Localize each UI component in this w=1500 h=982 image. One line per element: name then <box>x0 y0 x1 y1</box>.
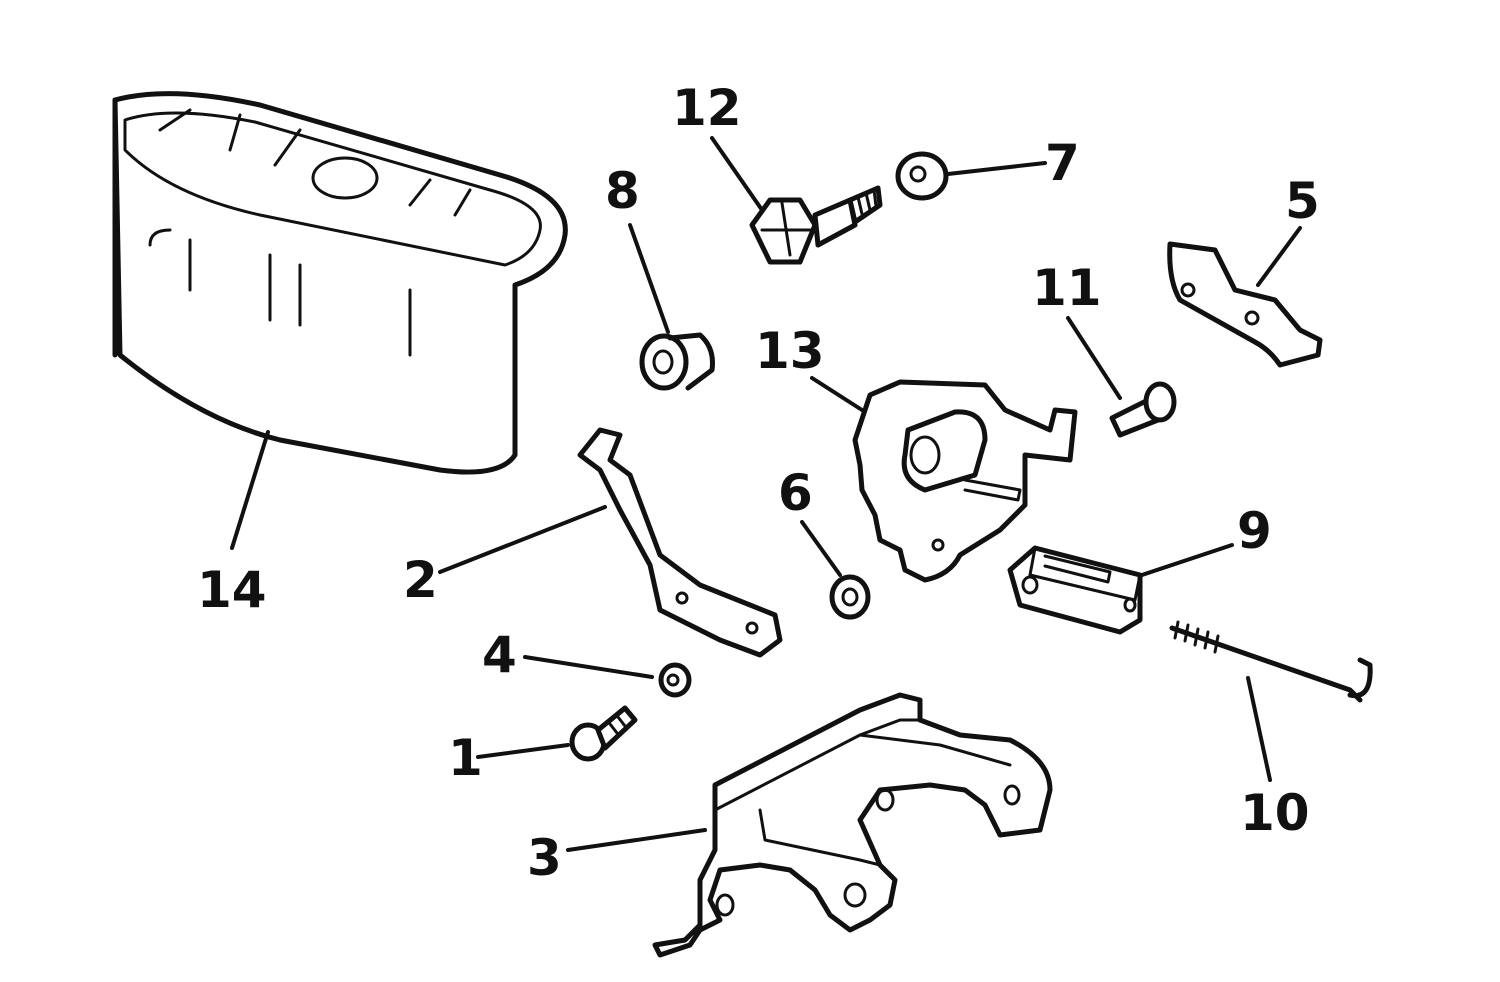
part-7-washer <box>895 151 949 201</box>
callout-labels: 1 2 3 4 5 6 7 8 9 10 11 12 13 14 <box>197 79 1320 887</box>
leader-8 <box>628 223 670 334</box>
callout-2: 2 <box>403 551 438 609</box>
callout-5: 5 <box>1285 172 1320 230</box>
leader-7 <box>946 161 1047 176</box>
part-5-bracket <box>1167 241 1323 368</box>
leader-14 <box>230 430 270 550</box>
callout-14: 14 <box>197 561 267 619</box>
callout-1: 1 <box>448 729 483 787</box>
leader-13 <box>810 376 864 412</box>
leader-3 <box>566 828 707 852</box>
callout-8: 8 <box>605 162 640 220</box>
part-9-connector-block <box>1007 545 1143 635</box>
callout-11: 11 <box>1032 259 1102 317</box>
part-14-housing <box>112 91 568 475</box>
part-12-shoulder-bolt <box>749 185 883 265</box>
leader-2 <box>438 505 607 574</box>
part-8-bushing <box>639 332 715 391</box>
callout-13: 13 <box>755 322 825 380</box>
part-6-washer <box>829 574 871 620</box>
leader-10 <box>1246 676 1272 782</box>
callout-9: 9 <box>1237 502 1272 560</box>
callout-10: 10 <box>1240 784 1310 842</box>
leader-lines <box>230 136 1302 852</box>
leader-1 <box>476 743 570 759</box>
leader-11 <box>1066 316 1122 400</box>
callout-12: 12 <box>672 79 742 137</box>
part-1-screw <box>569 705 638 762</box>
leader-4 <box>523 655 654 679</box>
part-13-cam-plate <box>852 379 1078 583</box>
leader-6 <box>800 520 842 577</box>
leader-5 <box>1256 226 1302 287</box>
leader-9 <box>1140 543 1234 577</box>
part-2-bracket <box>577 427 783 658</box>
callout-7: 7 <box>1045 134 1080 192</box>
callout-3: 3 <box>527 829 562 887</box>
callout-6: 6 <box>778 464 813 522</box>
part-3-main-bracket <box>652 692 1053 958</box>
part-10-link-rod <box>1169 620 1373 703</box>
callout-4: 4 <box>482 626 517 684</box>
leader-12 <box>710 136 764 212</box>
part-11-bolt <box>1109 381 1177 438</box>
part-4-nut <box>658 662 692 698</box>
